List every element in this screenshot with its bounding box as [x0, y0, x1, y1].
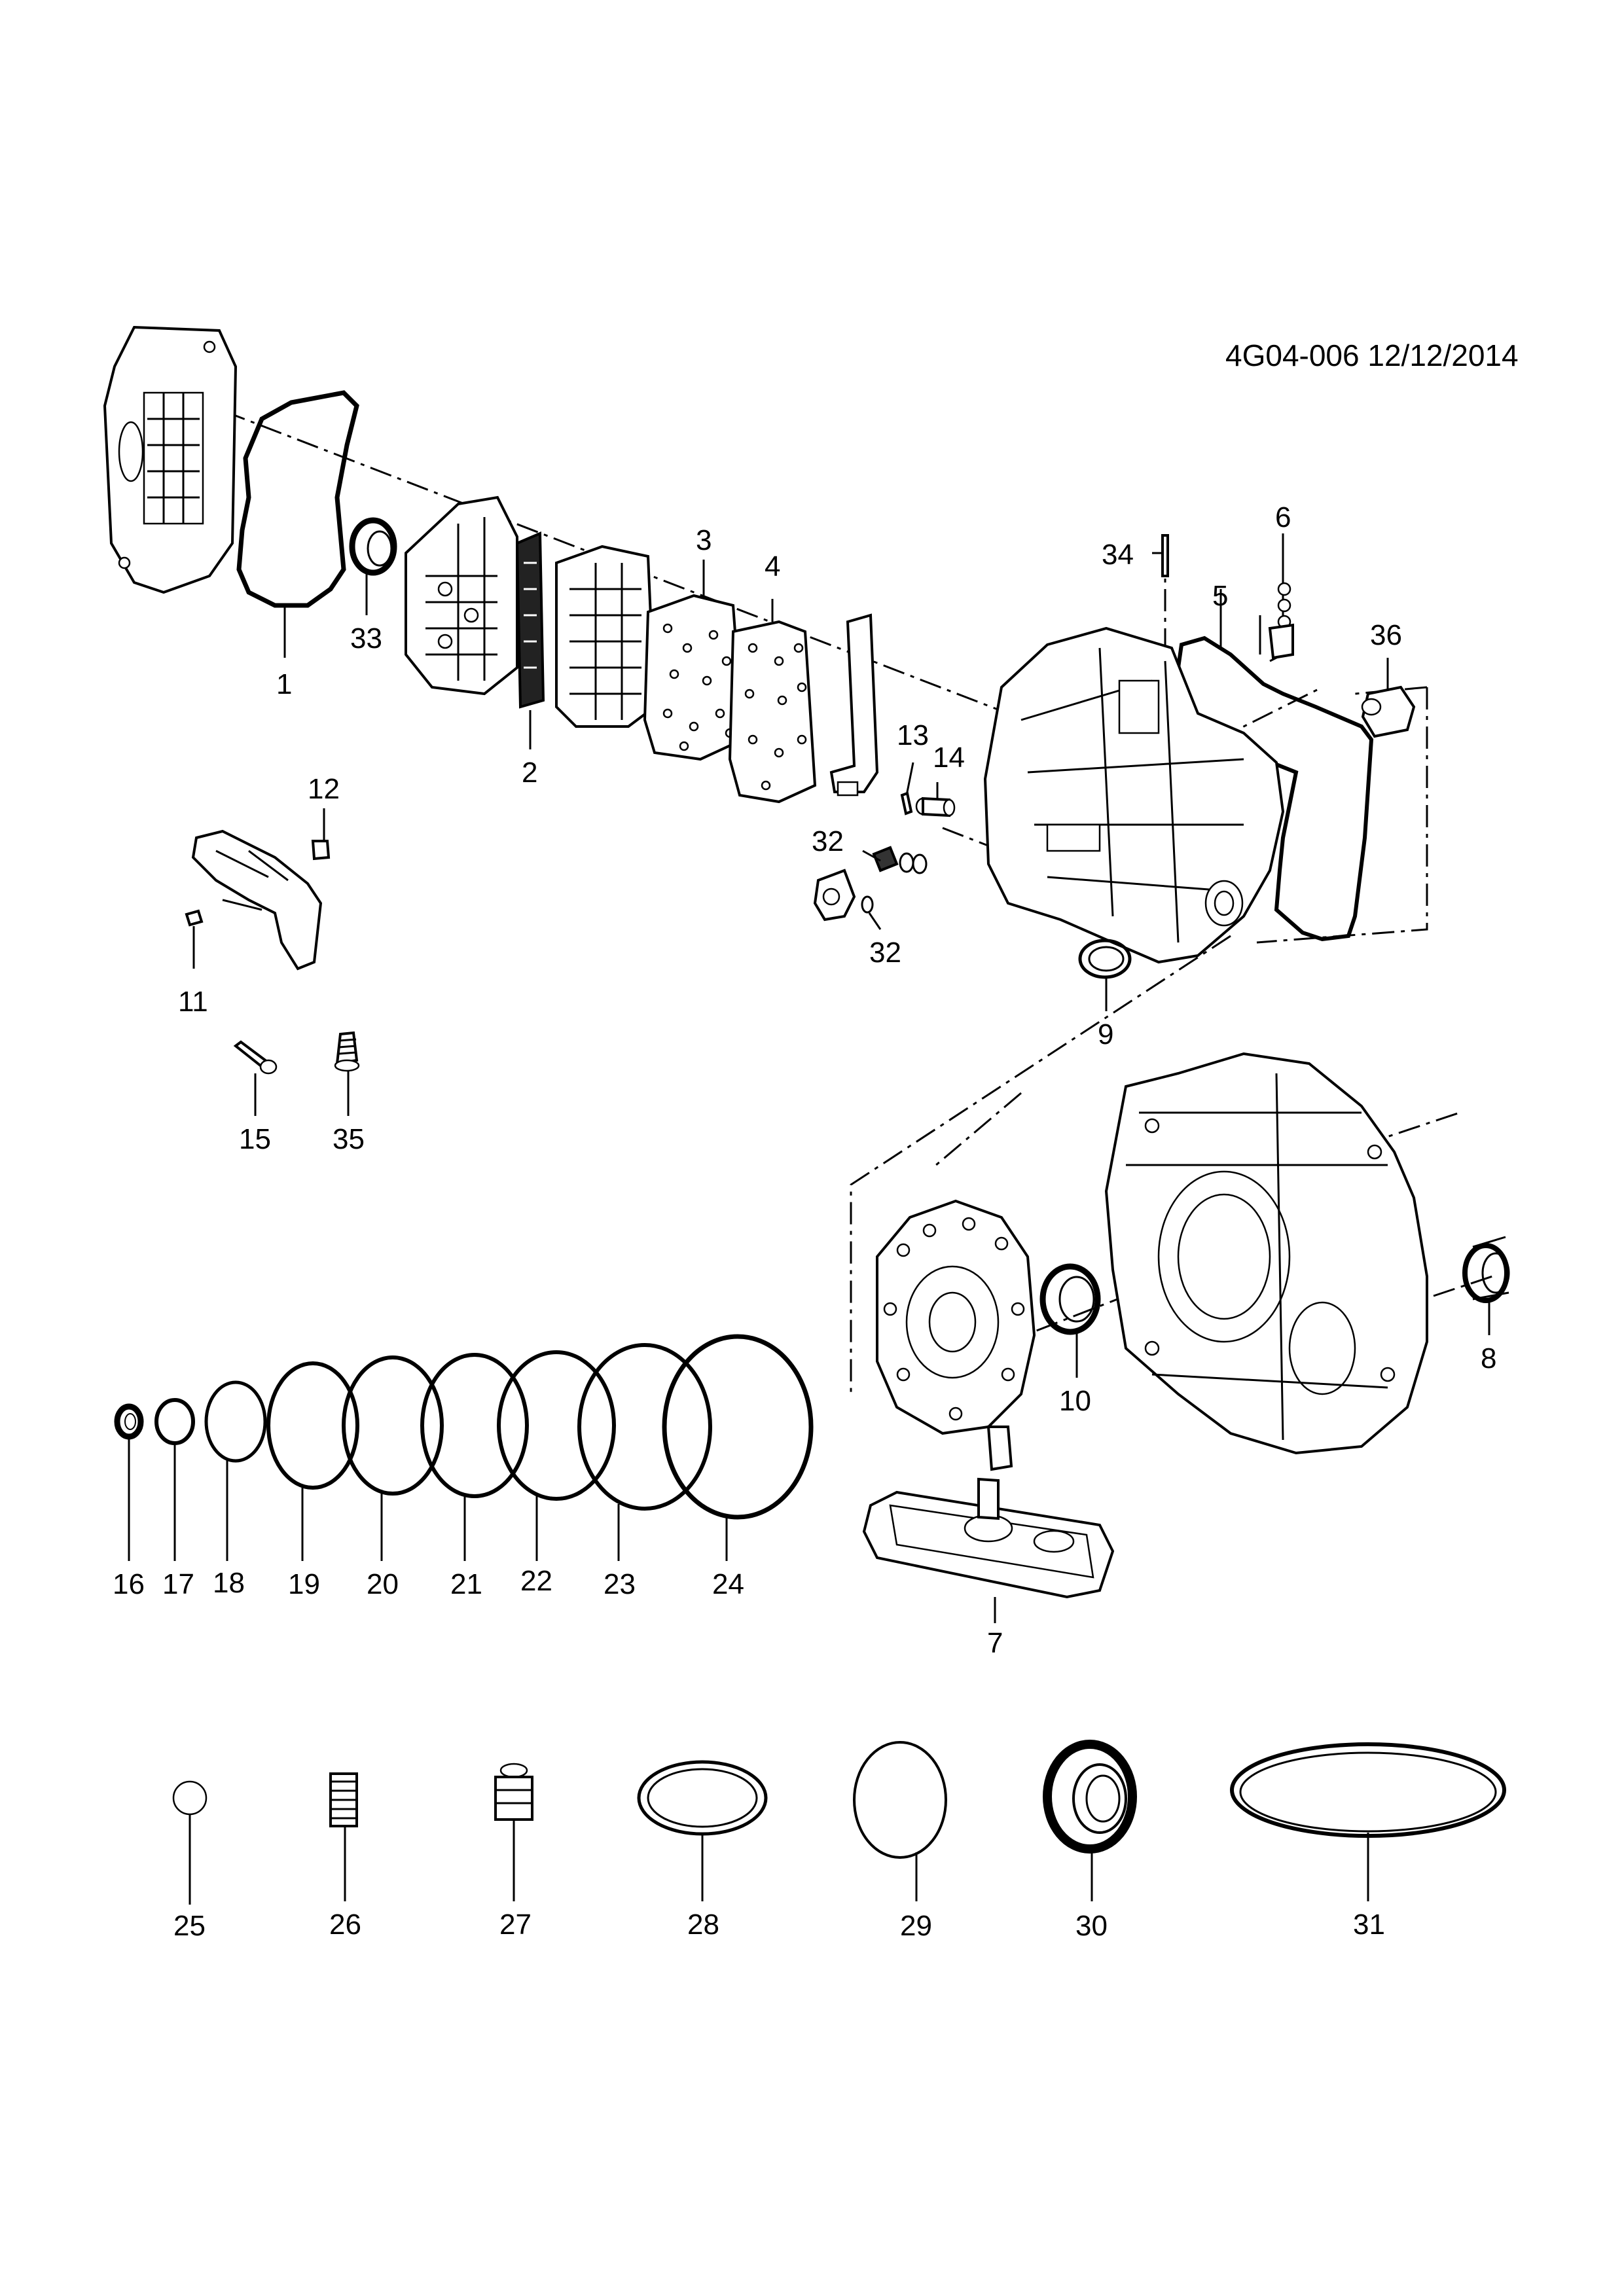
ring-18 [204, 1380, 267, 1463]
label-part-4: 4 [765, 550, 780, 583]
gasket-28 [637, 1760, 768, 1836]
label-part-30: 30 [1075, 1910, 1108, 1942]
label-part-8: 8 [1481, 1342, 1496, 1374]
gasket-29 [853, 1741, 947, 1859]
snap-ring-31 [1230, 1742, 1506, 1838]
label-part-25: 25 [173, 1910, 206, 1942]
ball-25 [172, 1780, 208, 1816]
ring-22 [497, 1350, 616, 1501]
label-part-14: 14 [933, 742, 965, 774]
valve-body-lower [555, 545, 657, 728]
label-part-12: 12 [308, 773, 340, 805]
label-part-27: 27 [499, 1909, 532, 1941]
label-part-1: 1 [276, 668, 292, 700]
label-part-36: 36 [1370, 619, 1402, 651]
label-part-7: 7 [987, 1627, 1003, 1659]
valve-body-upper [405, 495, 518, 696]
label-part-6: 6 [1275, 501, 1291, 533]
label-part-21: 21 [450, 1568, 482, 1600]
spring-26 [329, 1772, 358, 1827]
label-part-32b: 32 [869, 937, 901, 969]
ring-23 [577, 1343, 712, 1511]
label-part-33: 33 [350, 622, 382, 655]
ring-24 [662, 1334, 814, 1520]
cover-gasket [236, 390, 359, 608]
pin-34 [1161, 534, 1169, 577]
label-part-5: 5 [1212, 580, 1228, 612]
label-part-29: 29 [900, 1910, 932, 1942]
label-part-19: 19 [288, 1568, 320, 1600]
pin-13 [900, 791, 913, 816]
pin-12 [311, 840, 331, 861]
sealing-rings [114, 1334, 814, 1520]
label-part-31: 31 [1353, 1909, 1385, 1941]
label-part-15: 15 [239, 1123, 271, 1155]
oil-filter-7 [862, 1477, 1115, 1599]
label-part-24: 24 [712, 1568, 744, 1600]
seal-8 [1462, 1236, 1510, 1303]
sensor-32 [813, 846, 928, 922]
label-part-18: 18 [213, 1567, 245, 1599]
label-part-16: 16 [113, 1568, 145, 1600]
converter-housing [1104, 1052, 1428, 1455]
park-pawl-bracket [191, 829, 323, 971]
seal-9 [1078, 939, 1132, 979]
label-part-20: 20 [367, 1568, 399, 1600]
filter-36 [1361, 685, 1416, 738]
seal-30 [1043, 1740, 1137, 1854]
solenoid-harness-2 [515, 531, 545, 709]
ring-20 [342, 1355, 444, 1496]
label-part-34: 34 [1102, 539, 1134, 571]
separator-plate-4 [728, 620, 817, 804]
ring-19 [266, 1361, 359, 1490]
seal-33 [349, 517, 397, 576]
diagram-reference: 4G04-006 12/12/2014 [1225, 338, 1519, 372]
spring-27 [494, 1763, 533, 1821]
label-part-17: 17 [162, 1568, 194, 1600]
part-labels: 1 33 2 3 4 34 6 5 36 13 14 32 32 9 12 11… [113, 501, 1496, 1942]
plug-14 [915, 797, 956, 817]
small-parts [172, 1740, 1506, 1859]
label-part-3: 3 [696, 524, 712, 556]
manual-valve [829, 613, 879, 797]
transmission-case [983, 626, 1285, 964]
label-part-35: 35 [333, 1123, 365, 1155]
label-part-13: 13 [897, 719, 929, 751]
seal-10 [1039, 1263, 1101, 1335]
pin-15 [233, 1040, 278, 1075]
nut-11 [185, 909, 204, 927]
label-part-32a: 32 [812, 825, 844, 857]
valve-35 [334, 1031, 360, 1072]
label-part-26: 26 [329, 1909, 361, 1941]
side-cover [103, 325, 238, 594]
connector-6 [1259, 576, 1294, 662]
ring-16 [114, 1403, 144, 1440]
label-part-23: 23 [604, 1568, 636, 1600]
label-part-28: 28 [687, 1909, 719, 1941]
ring-21 [420, 1353, 529, 1498]
separator-plate-3 [643, 594, 745, 761]
label-part-2: 2 [522, 757, 537, 789]
ring-17 [154, 1398, 195, 1445]
oil-pump [876, 1199, 1036, 1471]
label-part-10: 10 [1059, 1385, 1091, 1417]
label-part-22: 22 [520, 1565, 552, 1597]
leader-lines [128, 533, 1490, 1905]
label-part-9: 9 [1098, 1018, 1113, 1050]
label-part-11: 11 [178, 986, 208, 1018]
